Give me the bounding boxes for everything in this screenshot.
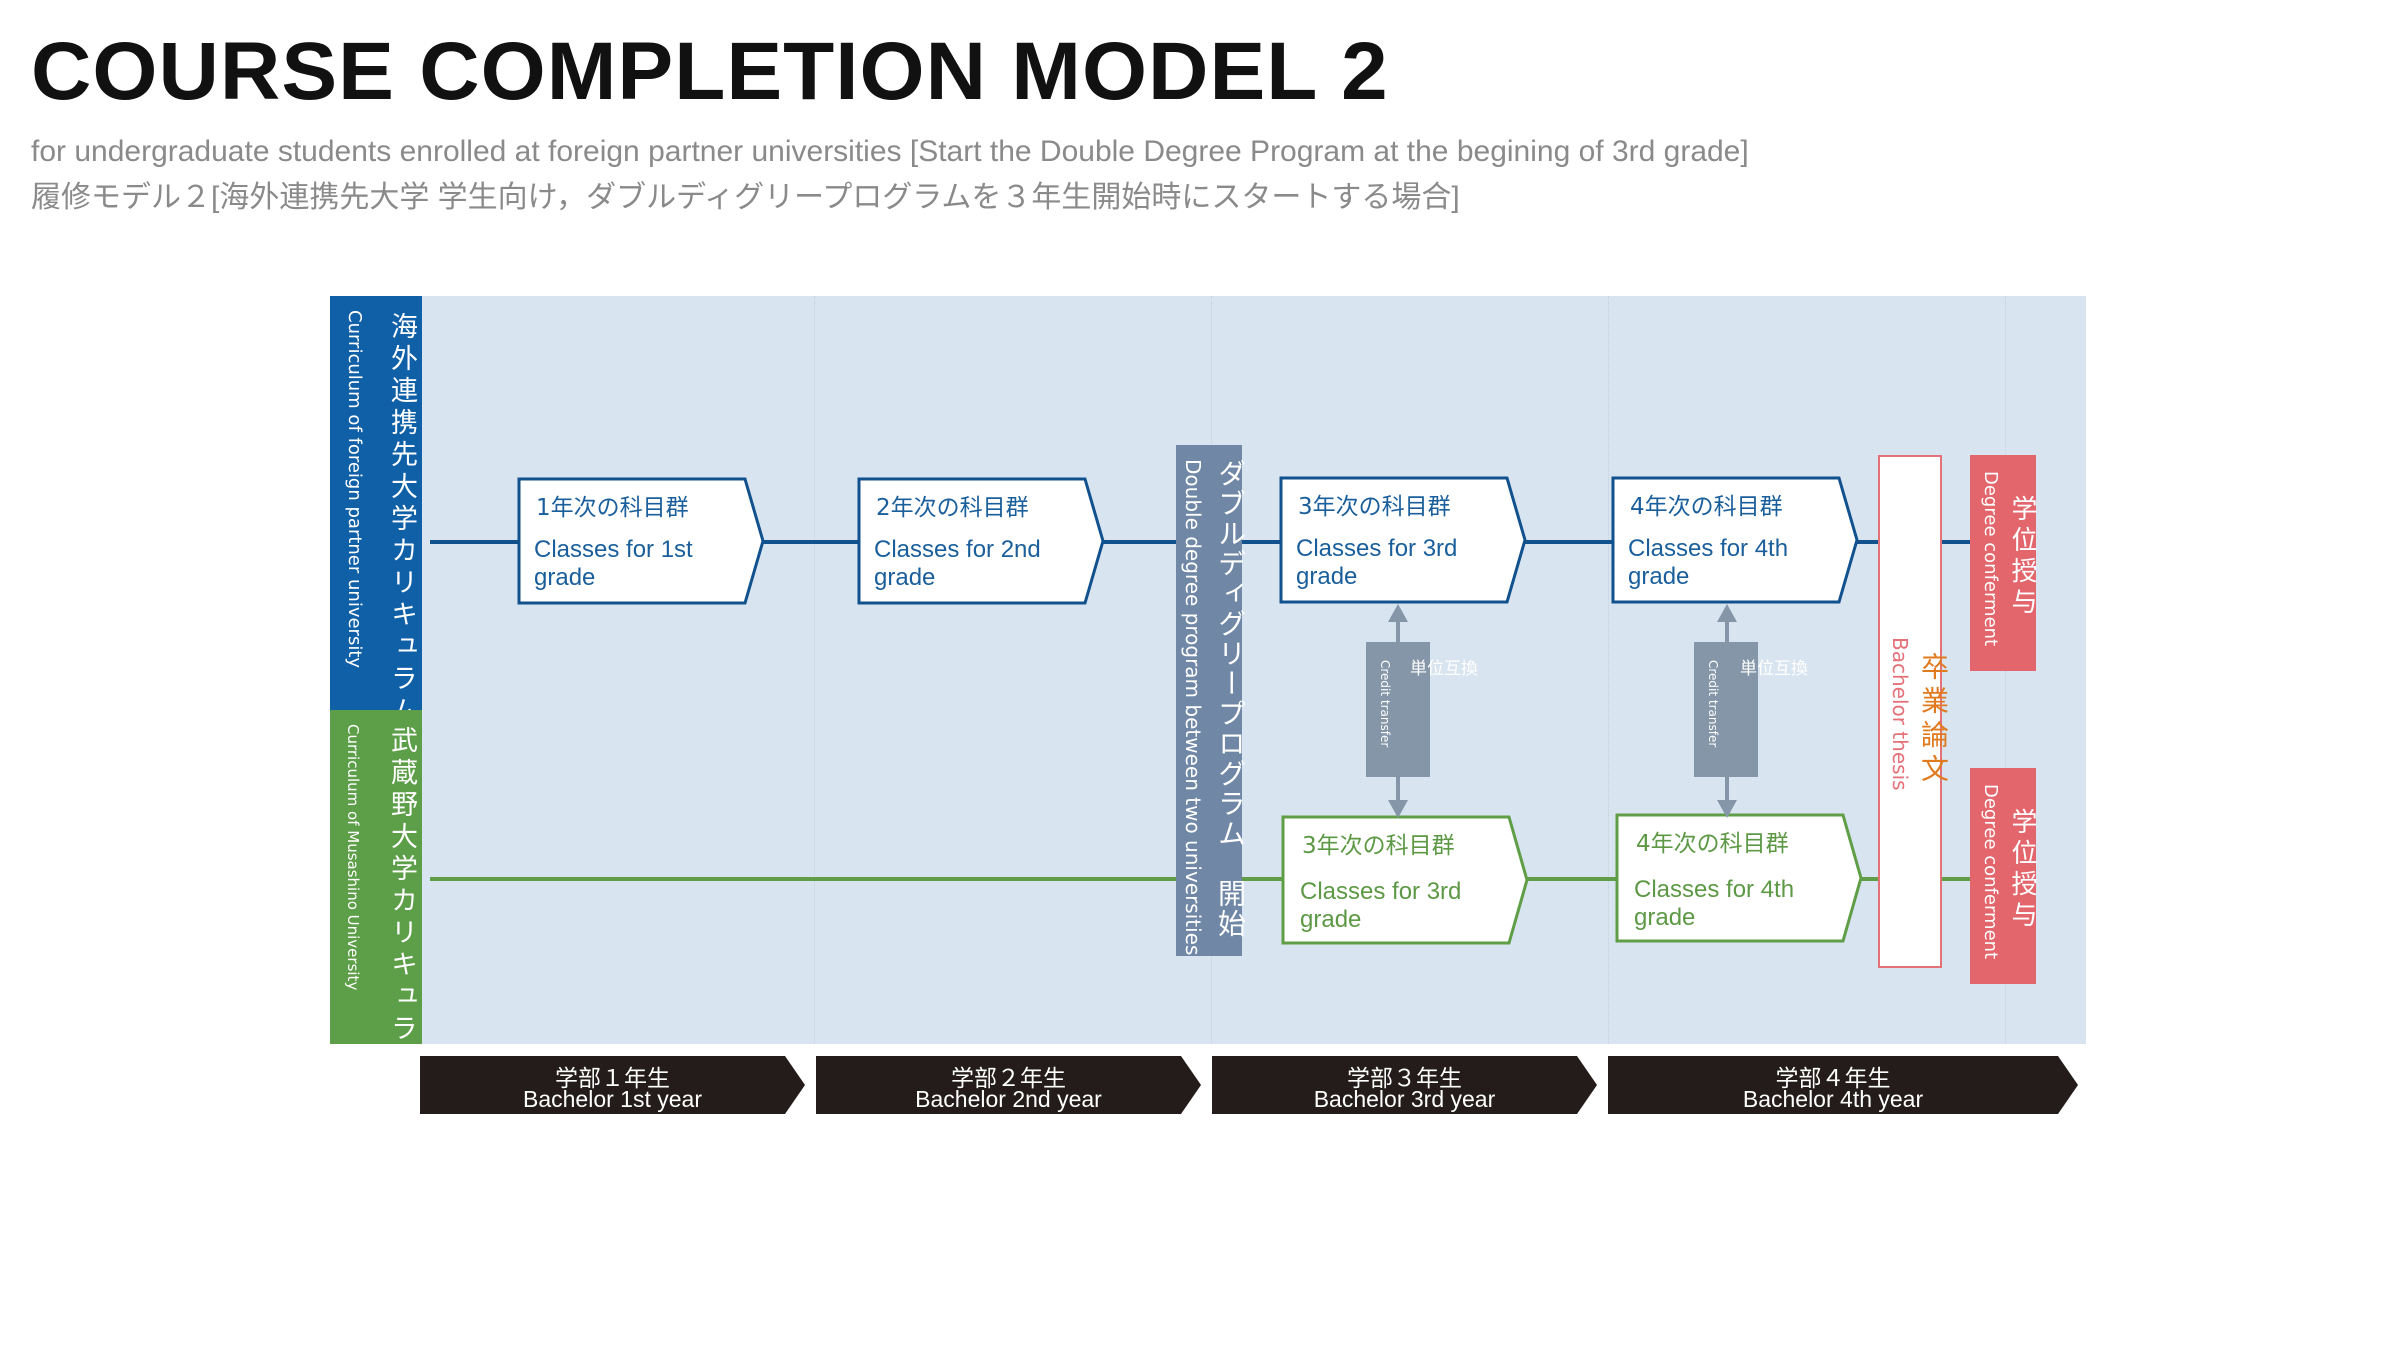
foreign-class-box-4: 4年次の科目群 Classes for 4th grade <box>1611 476 1859 604</box>
ddp-label-jp: ダブルディグリープログラム 開始 <box>1214 459 1247 939</box>
year-label-en: Bachelor 1st year <box>523 1086 702 1112</box>
class-box-label-jp: 2年次の科目群 <box>876 495 1029 521</box>
degree-label-jp: 学位授与 <box>2007 808 2037 932</box>
year-band-3: 学部３年生 Bachelor 3rd year <box>1212 1056 1597 1114</box>
credit-transfer-box-4th: Credit transfer <box>1694 642 1758 777</box>
year-label-jp: 学部２年生 <box>951 1066 1066 1092</box>
musashino-lane-label-en: Curriculum of Musashino University <box>344 724 362 991</box>
credit-transfer-label-jp: 単位互換 <box>1740 659 1808 679</box>
class-box-label-jp: 4年次の科目群 <box>1636 831 1789 857</box>
class-box-label-jp: 3年次の科目群 <box>1302 833 1455 859</box>
year-band-shape <box>1212 1056 1597 1114</box>
bachelor-thesis-box: 卒業論文 Bachelor thesis <box>1878 455 1950 968</box>
class-box-shape <box>1615 813 1863 943</box>
subtitle-english: for undergraduate students enrolled at f… <box>31 135 1749 168</box>
class-box-label-jp: 4年次の科目群 <box>1630 494 1783 520</box>
class-box-label-en: Classes for 2nd grade <box>874 536 1041 591</box>
degree-conferment-foreign: 学位授与 Degree conferment <box>1970 455 2037 671</box>
page-title: COURSE COMPLETION MODEL 2 <box>31 26 1389 117</box>
thesis-label-jp: 卒業論文 <box>1917 652 1950 788</box>
year-divider <box>814 296 815 1044</box>
year-band-shape <box>420 1056 805 1114</box>
class-box-shape <box>857 477 1105 605</box>
subtitle-japanese: 履修モデル２[海外連携先大学 学生向け，ダブルディグリープログラムを３年生開始時… <box>31 181 1460 214</box>
class-box-shape <box>1281 815 1529 945</box>
credit-transfer-box-3rd: Credit transfer <box>1366 642 1430 777</box>
class-box-label-en: Classes for 3rd grade <box>1296 535 1458 590</box>
musashino-class-box-4: 4年次の科目群 Classes for 4th grade <box>1615 813 1863 943</box>
foreign-lane-label-en: Curriculum of foreign partner university <box>344 310 365 669</box>
foreign-class-box-3: 3年次の科目群 Classes for 3rd grade <box>1279 476 1527 604</box>
ddp-label-en: Double degree program between two univer… <box>1181 459 1205 956</box>
credit-transfer-label-en: Credit transfer <box>1706 660 1720 748</box>
foreign-class-box-1: 1年次の科目群 Classes for 1st grade <box>517 477 765 605</box>
year-label-jp: 学部３年生 <box>1347 1066 1462 1092</box>
double-degree-program-bar: ダブルディグリープログラム 開始 Double degree program b… <box>1176 445 1247 956</box>
year-label-en: Bachelor 4th year <box>1742 1086 1924 1112</box>
class-box-shape <box>1611 476 1859 604</box>
year-label-jp: 学部４年生 <box>1775 1066 1891 1092</box>
year-band-shape <box>816 1056 1201 1114</box>
musashino-class-box-3: 3年次の科目群 Classes for 3rd grade <box>1281 815 1529 945</box>
year-label-en: Bachelor 3rd year <box>1313 1086 1496 1112</box>
degree-label-en: Degree conferment <box>1980 784 2001 960</box>
class-box-label-en: Classes for 4th grade <box>1634 876 1795 931</box>
thesis-label-en: Bachelor thesis <box>1888 637 1912 791</box>
class-box-label-en: Classes for 3rd grade <box>1300 878 1462 933</box>
year-band-4: 学部４年生 Bachelor 4th year <box>1608 1056 2078 1114</box>
degree-label-jp: 学位授与 <box>2007 495 2037 619</box>
class-box-shape <box>1279 476 1527 604</box>
class-box-label-en: Classes for 4th grade <box>1628 535 1789 590</box>
class-box-label-jp: 1年次の科目群 <box>536 495 689 521</box>
foreign-class-box-2: 2年次の科目群 Classes for 2nd grade <box>857 477 1105 605</box>
musashino-lane-label: 武蔵野大学カリキュラム Curriculum of Musashino Univ… <box>330 710 422 1078</box>
degree-conferment-musashino: 学位授与 Degree conferment <box>1970 768 2037 984</box>
year-band-1: 学部１年生 Bachelor 1st year <box>420 1056 805 1114</box>
class-box-shape <box>517 477 765 605</box>
credit-transfer-label-jp: 単位互換 <box>1410 659 1478 679</box>
year-band-2: 学部２年生 Bachelor 2nd year <box>816 1056 1201 1114</box>
foreign-lane-label: 海外連携先大学カリキュラム Curriculum of foreign part… <box>330 296 422 728</box>
class-box-label-jp: 3年次の科目群 <box>1298 494 1451 520</box>
foreign-lane-label-jp: 海外連携先大学カリキュラム <box>386 312 417 728</box>
degree-label-en: Degree conferment <box>1980 471 2001 647</box>
year-band-shape <box>1608 1056 2078 1114</box>
year-divider <box>1608 296 1609 1044</box>
year-label-jp: 学部１年生 <box>555 1066 670 1092</box>
class-box-label-en: Classes for 1st grade <box>534 536 693 591</box>
credit-transfer-label-en: Credit transfer <box>1378 660 1392 748</box>
musashino-lane-label-jp: 武蔵野大学カリキュラム <box>386 726 417 1078</box>
year-label-en: Bachelor 2nd year <box>915 1086 1102 1112</box>
